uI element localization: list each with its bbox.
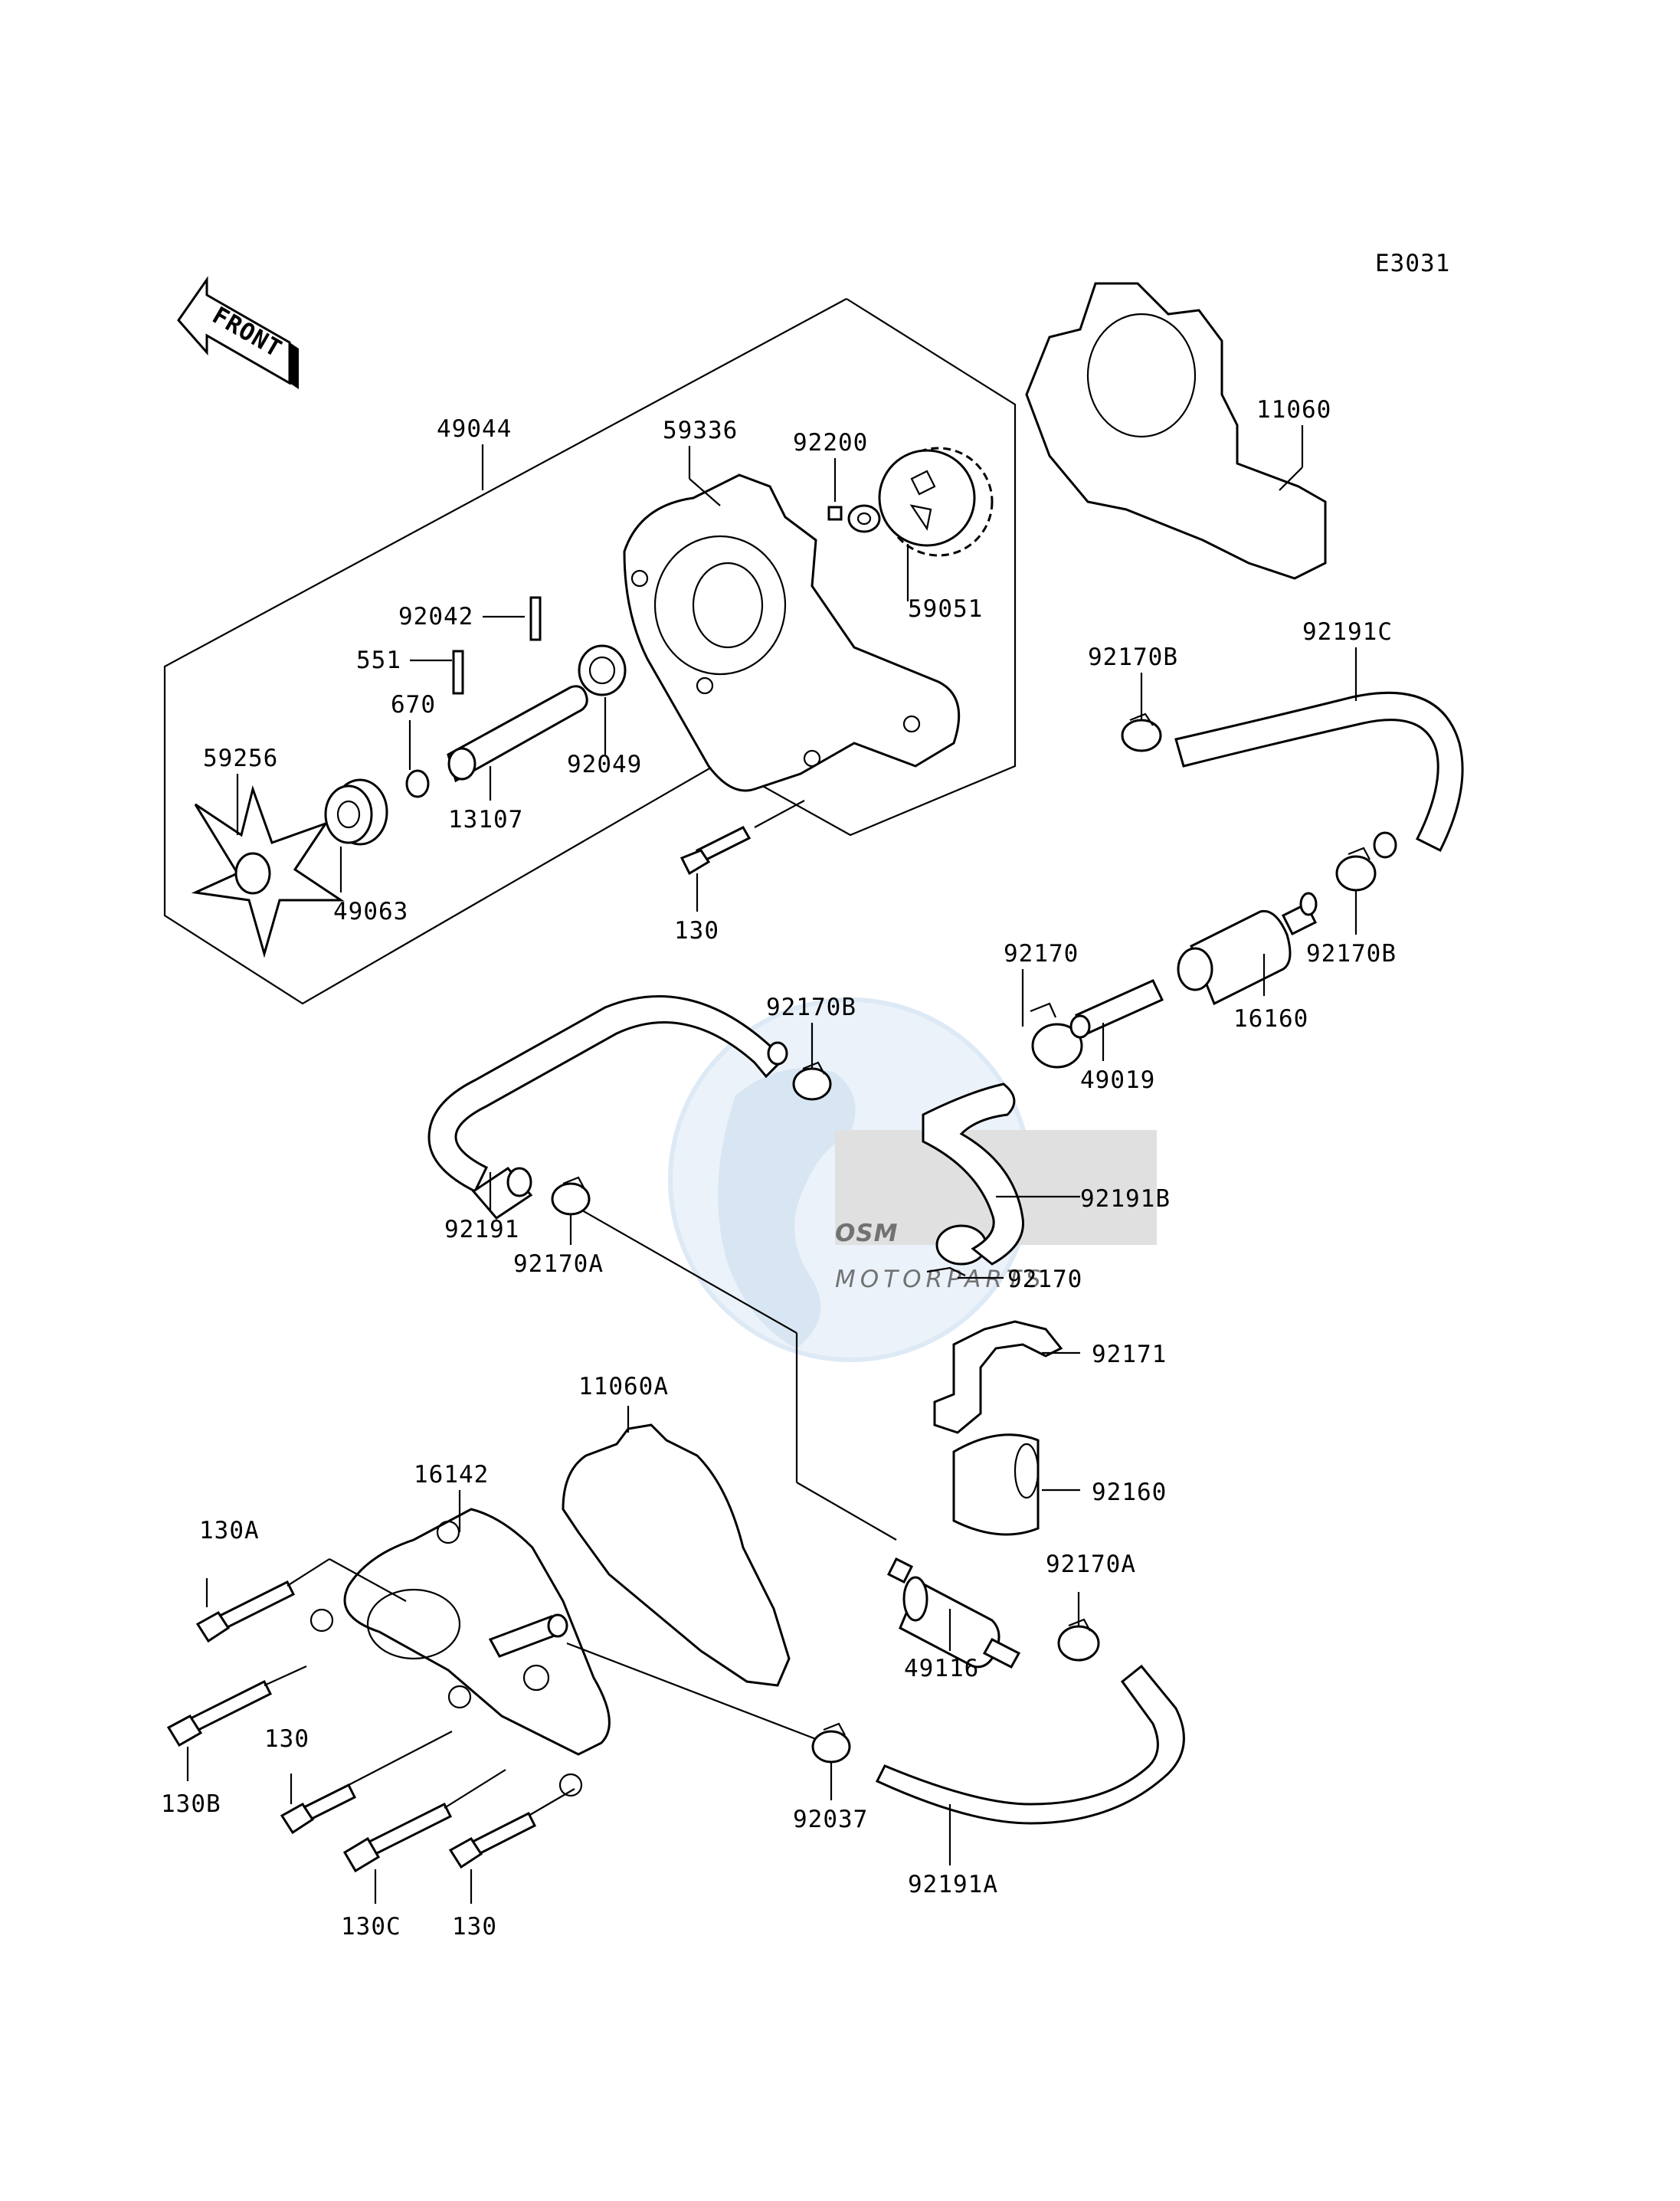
- label-49044: 49044: [437, 415, 512, 443]
- label-130a: 130A: [199, 1517, 260, 1544]
- pump-cover-16142: [309, 1508, 611, 1797]
- label-130-upper: 130: [674, 917, 719, 945]
- clamp-92170-2: [926, 1224, 987, 1276]
- label-92170a-1: 92170A: [513, 1250, 604, 1278]
- label-11060a: 11060A: [578, 1373, 669, 1400]
- label-49116: 49116: [904, 1655, 979, 1682]
- label-92037: 92037: [793, 1806, 868, 1833]
- label-13107: 13107: [448, 806, 523, 834]
- label-92171: 92171: [1092, 1341, 1167, 1368]
- bracket-92171: [933, 1320, 1063, 1434]
- hose-92191b: [922, 1082, 1024, 1266]
- label-49019: 49019: [1080, 1066, 1155, 1094]
- label-92170a-2: 92170A: [1046, 1551, 1136, 1578]
- diagram-code: E3031: [1375, 250, 1450, 277]
- hose-92191c: [1174, 691, 1464, 853]
- clamp-92170-1: [1030, 1002, 1083, 1069]
- bolt-130-lower-2: [448, 1811, 537, 1869]
- grommet-92160: [952, 1433, 1040, 1536]
- label-92191c: 92191C: [1302, 618, 1393, 646]
- label-130-lower-1: 130: [264, 1725, 309, 1753]
- seal-92049: [578, 644, 627, 696]
- gear-59051: [878, 447, 994, 557]
- label-59336: 59336: [663, 417, 738, 444]
- label-92160: 92160: [1092, 1479, 1167, 1506]
- clamp-92170a-1: [551, 1176, 591, 1216]
- watermark-brand: OSM: [835, 1220, 899, 1247]
- label-92170-2: 92170: [1007, 1266, 1082, 1293]
- bolt-130-upper: [680, 826, 752, 876]
- gasket-11060: [1025, 282, 1327, 580]
- fitting-16160: [1177, 892, 1318, 1006]
- label-551: 551: [356, 647, 401, 674]
- o-ring-670: [405, 769, 430, 798]
- label-92200: 92200: [793, 429, 868, 457]
- clamp-92037: [811, 1722, 851, 1764]
- part-labels: 49044 59336 92200 59051 11060 92042 551 …: [161, 396, 1397, 1941]
- hose-92191: [427, 995, 783, 1194]
- bolt-130-lower-1: [280, 1783, 357, 1835]
- label-59051: 59051: [908, 595, 983, 623]
- label-92191a: 92191A: [908, 1871, 998, 1898]
- label-92170b-3: 92170B: [766, 994, 856, 1021]
- bolt-130b: [166, 1679, 273, 1747]
- label-92049: 92049: [567, 751, 642, 778]
- label-92042: 92042: [398, 603, 473, 630]
- clamp-92170b-1: [1121, 712, 1162, 752]
- bolt-130c: [342, 1802, 453, 1873]
- label-16142: 16142: [414, 1461, 489, 1489]
- shaft-13107: [447, 596, 588, 783]
- leader-lines: [186, 425, 1357, 1904]
- label-92170b-2: 92170B: [1306, 940, 1397, 968]
- fitting-49116: [886, 1557, 1021, 1669]
- label-130c: 130C: [341, 1913, 401, 1941]
- label-11060: 11060: [1256, 396, 1331, 424]
- front-arrow: FRONT: [177, 276, 299, 389]
- label-92170b-1: 92170B: [1088, 644, 1178, 671]
- label-130-lower-2: 130: [452, 1913, 497, 1941]
- impeller-59256: [191, 784, 345, 958]
- label-59256: 59256: [203, 745, 278, 772]
- pipe-49019: [1069, 979, 1164, 1039]
- watermark-logo: OSM MOTORPARTS: [668, 997, 1157, 1362]
- label-92170-1: 92170: [1004, 940, 1079, 968]
- pump-housing: [623, 473, 961, 792]
- label-49063: 49063: [333, 898, 408, 925]
- bolt-130a: [195, 1580, 296, 1643]
- hose-92191a: [875, 1664, 1185, 1825]
- gasket-11060a: [562, 1423, 791, 1687]
- label-92191: 92191: [444, 1216, 519, 1243]
- seal-49063: [324, 778, 388, 846]
- clamp-92170b-2: [1335, 847, 1377, 892]
- washer-92200: [827, 504, 881, 533]
- label-670: 670: [391, 691, 436, 719]
- label-92191b: 92191B: [1080, 1185, 1171, 1213]
- label-16160: 16160: [1233, 1005, 1308, 1033]
- label-130b: 130B: [161, 1790, 221, 1818]
